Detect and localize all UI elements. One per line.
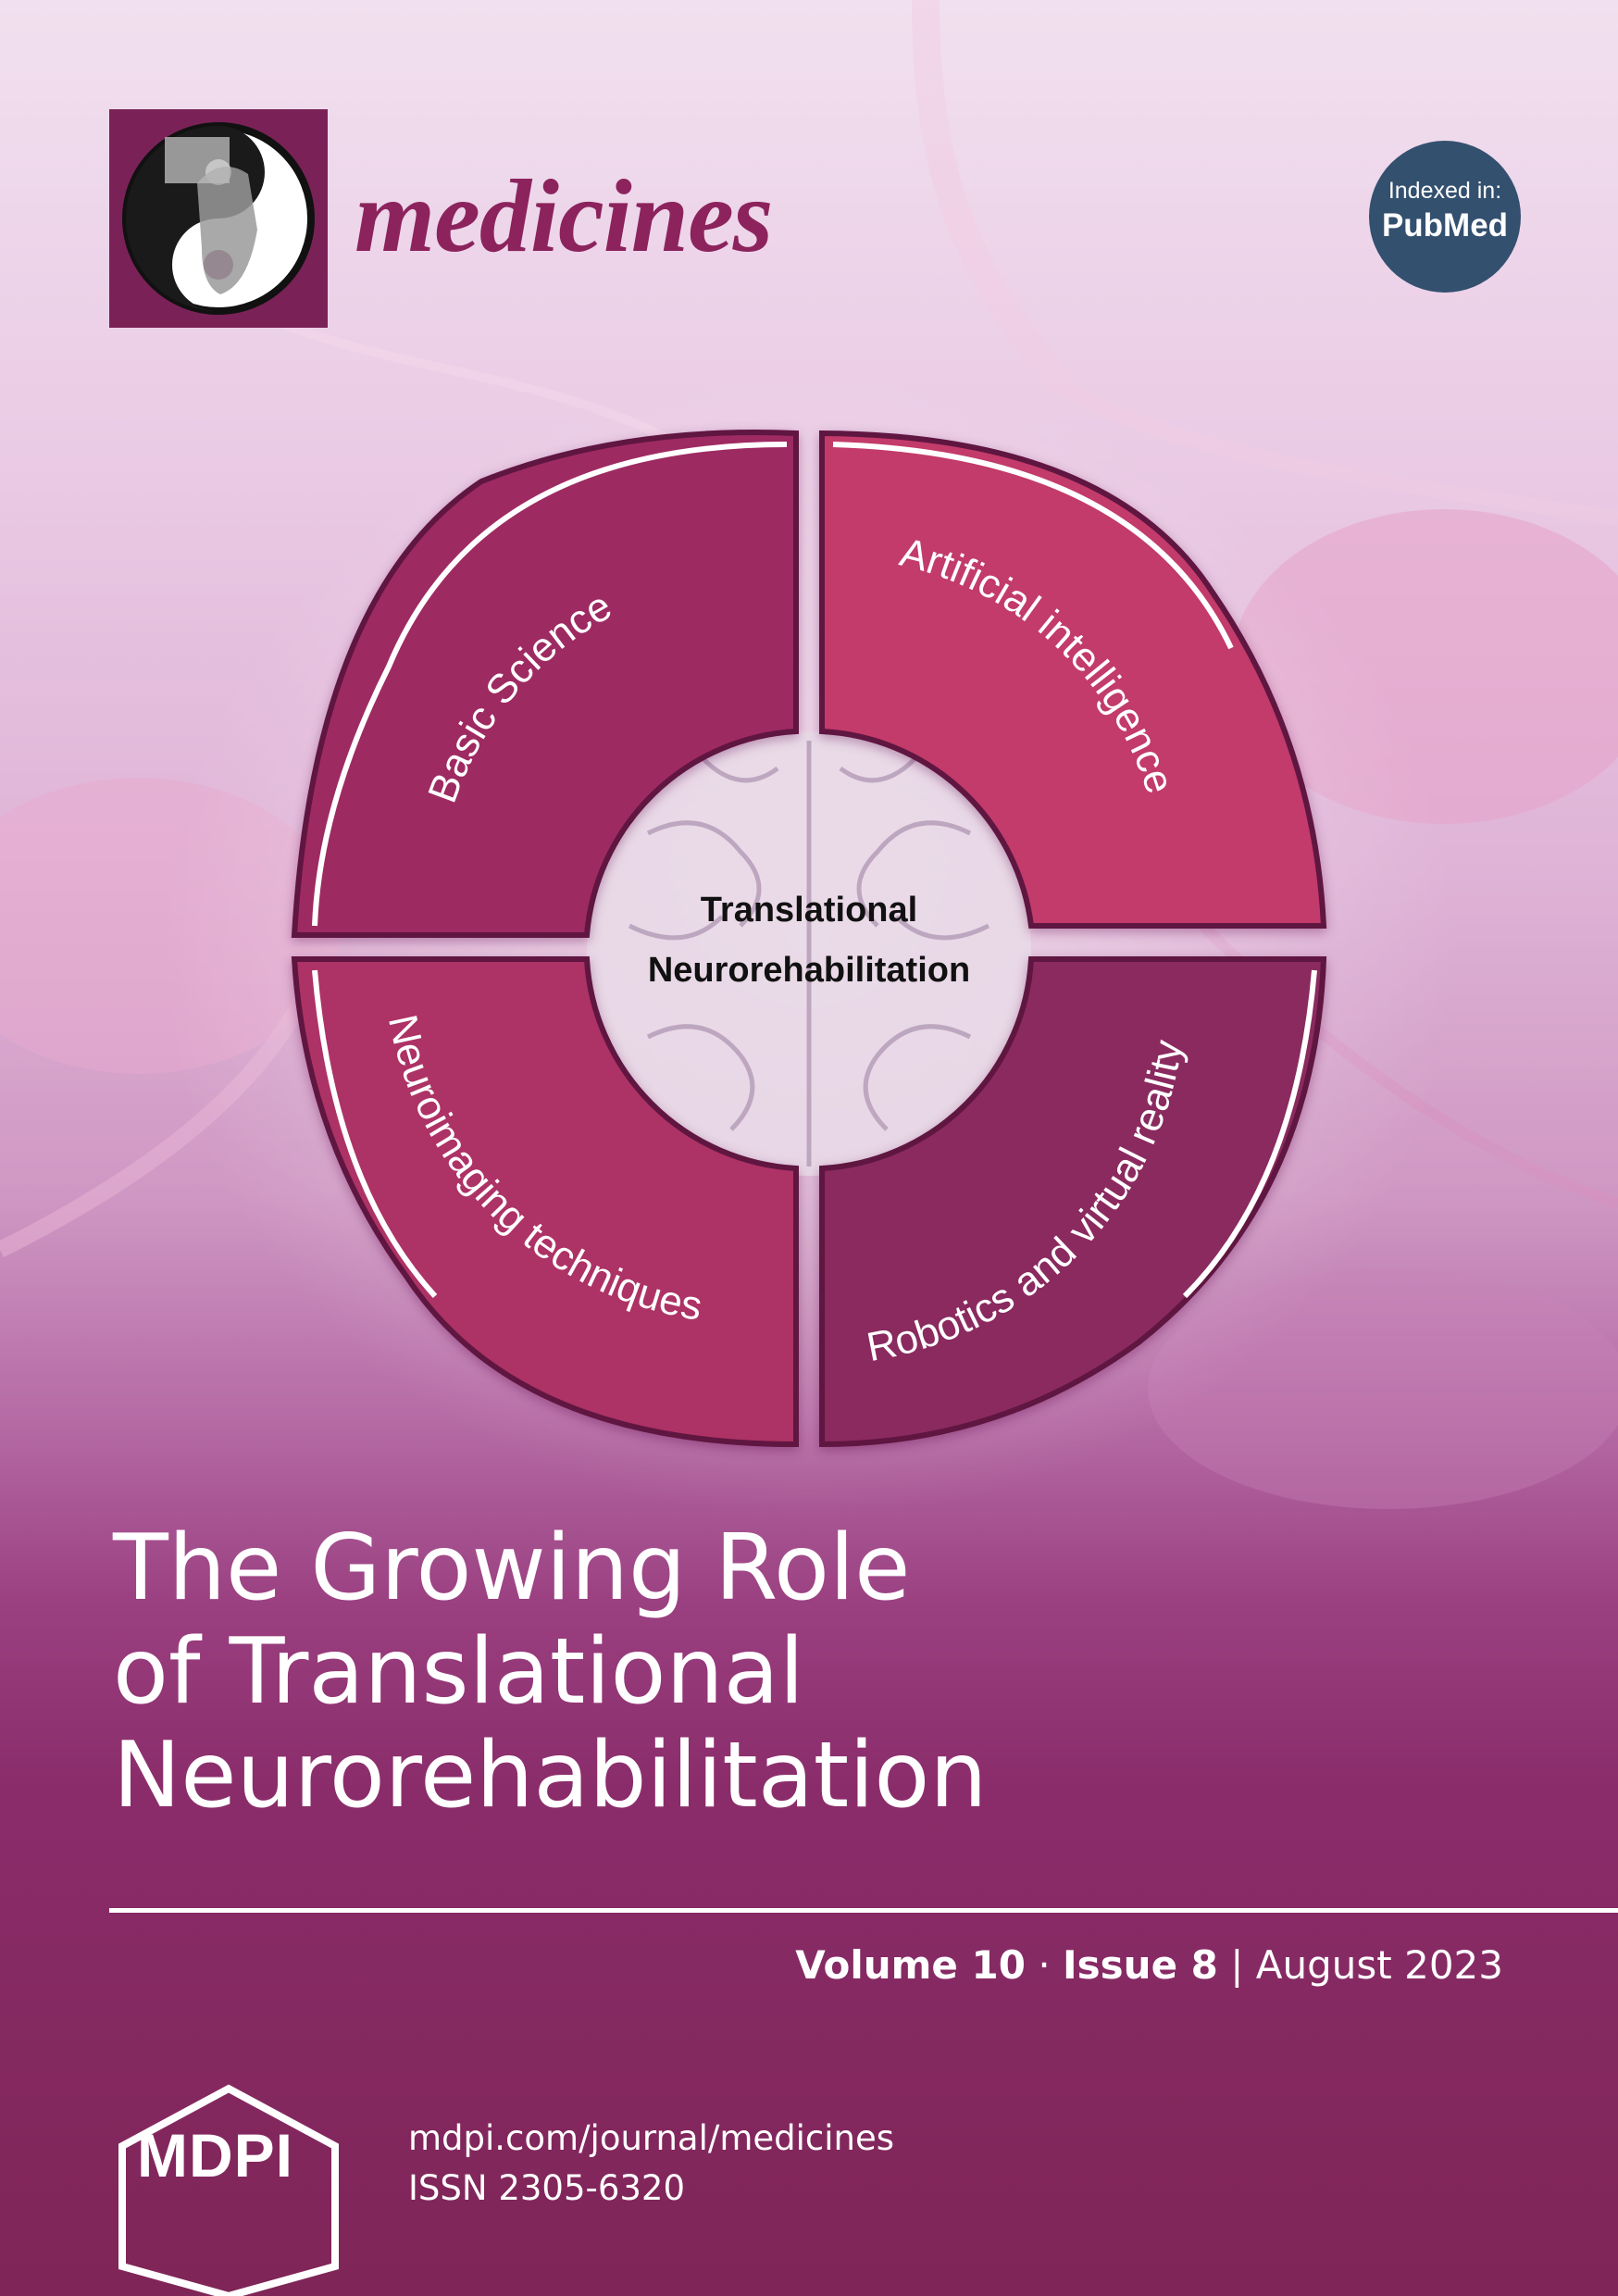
indexed-label: Indexed in: [1388, 178, 1502, 204]
issue-number: Issue 8 [1063, 1942, 1218, 1988]
volume-label: Volume 10 [795, 1942, 1026, 1988]
article-title: The Growing Role of Translational Neuror… [113, 1516, 1501, 1828]
issue-info: Volume 10 · Issue 8 | August 2023 [795, 1942, 1503, 1988]
title-line-2: of Translational [113, 1619, 804, 1725]
issue-date: August 2023 [1255, 1942, 1503, 1988]
issue-separator: · [1038, 1942, 1051, 1988]
segment-basic-science [291, 430, 799, 938]
divider-rule [109, 1908, 1618, 1913]
diagram-center-line1: Translational [701, 891, 917, 930]
issue-divider: | [1230, 1942, 1244, 1988]
journal-url[interactable]: mdpi.com/journal/medicines [408, 2118, 895, 2158]
segment-robotics [819, 956, 1327, 1448]
journal-logo [109, 109, 328, 328]
issn: ISSN 2305-6320 [408, 2168, 685, 2208]
segment-neuroimaging [291, 956, 799, 1448]
title-line-3: Neurorehabilitation [113, 1723, 988, 1828]
diagram-center-line2: Neurorehabilitation [648, 951, 970, 990]
pubmed-badge: Indexed in: PubMed [1369, 141, 1521, 293]
journal-name: medicines [355, 159, 773, 274]
indexed-service: PubMed [1381, 207, 1509, 243]
segment-artificial-intelligence [819, 430, 1327, 929]
title-line-1: The Growing Role [113, 1516, 911, 1621]
mdpi-logo-text: MDPI [137, 2121, 293, 2190]
mdpi-logo-icon [118, 2084, 339, 2296]
